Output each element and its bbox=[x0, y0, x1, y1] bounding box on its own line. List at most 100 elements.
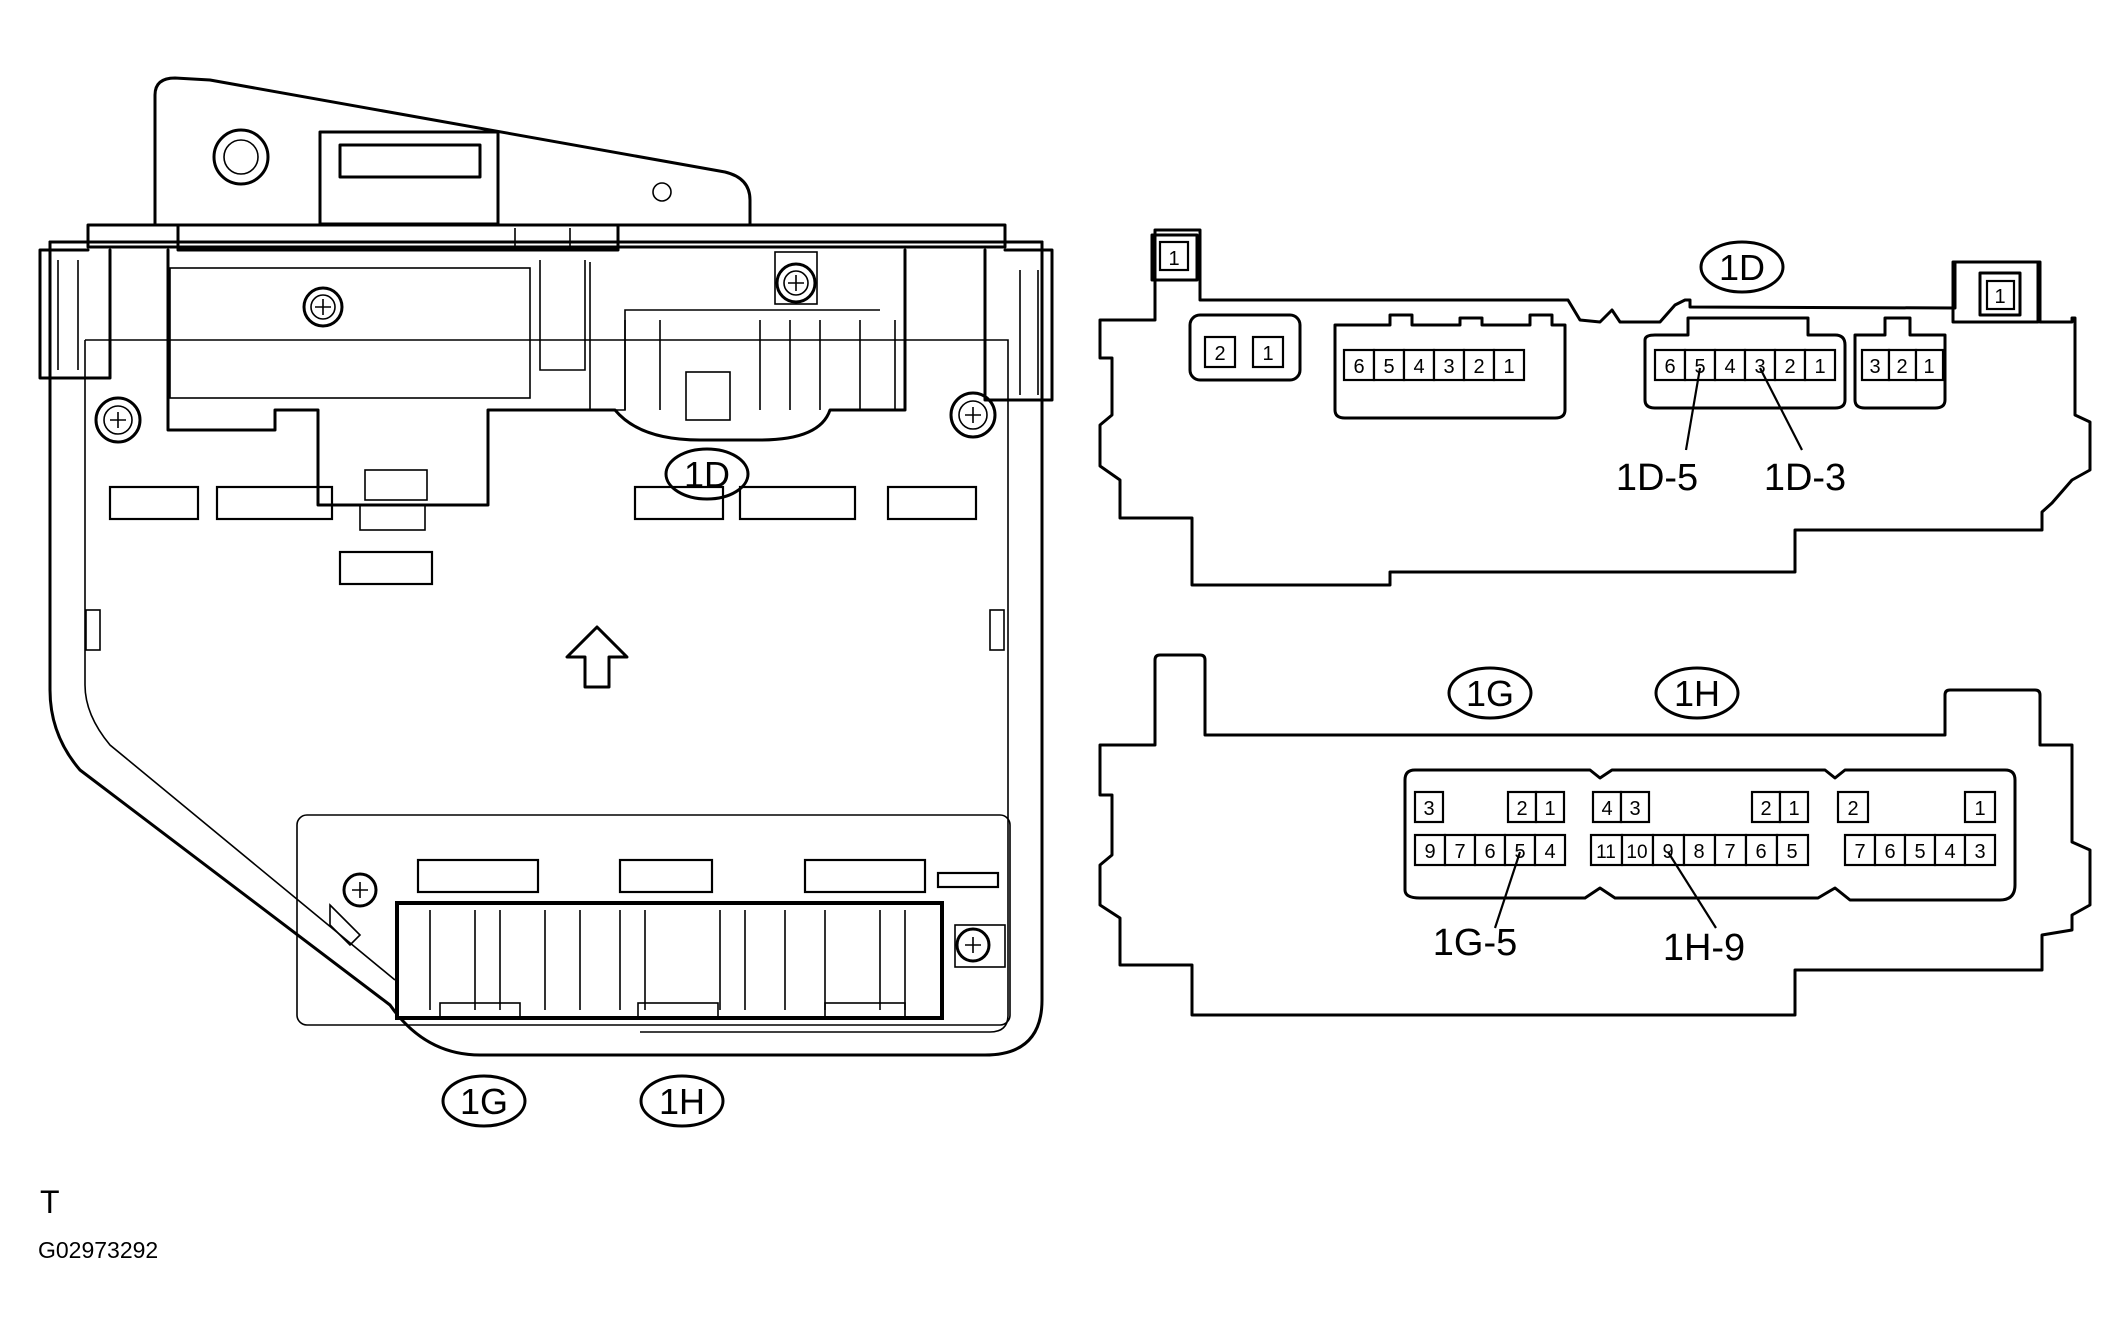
pin-label: 11 bbox=[1596, 842, 1616, 863]
pin-row-1h-bottom: 11 10 9 8 7 6 5 bbox=[1589, 833, 1810, 867]
label-window bbox=[803, 858, 927, 894]
top-frame bbox=[86, 223, 1007, 249]
pin-label: 2 bbox=[1896, 356, 1907, 378]
label-window bbox=[108, 485, 200, 521]
pin-cell bbox=[1860, 348, 1891, 382]
right-side-tab-ribs bbox=[1019, 270, 1039, 395]
pin-label: 4 bbox=[1601, 798, 1612, 820]
pin-cell bbox=[1773, 348, 1807, 382]
bracket-label-window bbox=[338, 143, 482, 179]
pin-row-1d-d: 3 2 1 bbox=[1860, 348, 1945, 382]
mounting-hole-outer bbox=[212, 128, 270, 186]
mounting-bracket bbox=[153, 76, 752, 227]
pin-cell bbox=[1492, 348, 1526, 382]
screw-icon bbox=[94, 396, 142, 444]
pin-row-1d-c: 6 5 4 3 2 1 bbox=[1653, 348, 1837, 382]
lower-connector-latch bbox=[439, 1002, 521, 1019]
top-frame-notch bbox=[514, 228, 571, 250]
pin-label: 5 bbox=[1914, 841, 1925, 863]
screw-boss bbox=[954, 924, 1006, 968]
lower-connector-block bbox=[395, 901, 944, 1020]
pin-cell bbox=[1413, 833, 1447, 867]
connector-1d-group-d bbox=[1853, 316, 1947, 410]
pin-cell bbox=[1963, 790, 1997, 824]
pin-housing bbox=[1150, 233, 1199, 282]
upper-slot-ribs bbox=[624, 320, 896, 410]
pin-label: 9 bbox=[1424, 841, 1435, 863]
upper-slot-a bbox=[539, 260, 586, 371]
pin-cell bbox=[1506, 790, 1538, 824]
pin-cell bbox=[1963, 833, 1997, 867]
pin-row-right-bottom: 7 6 5 4 3 bbox=[1843, 833, 1997, 867]
pin-cell bbox=[1432, 348, 1466, 382]
callout-1d-label: 1D bbox=[1719, 247, 1765, 288]
pin-cell bbox=[1903, 833, 1937, 867]
pin-label: 6 bbox=[1755, 841, 1766, 863]
pin-housing bbox=[1951, 260, 2040, 324]
small-hole bbox=[652, 182, 672, 202]
arrow-up-icon bbox=[565, 625, 629, 689]
pin-label: 4 bbox=[1544, 841, 1555, 863]
pointer-label-1d-5: 1D-5 bbox=[1616, 457, 1698, 499]
housing-inner-left bbox=[84, 340, 396, 981]
pin-label: 4 bbox=[1944, 841, 1955, 863]
pin-label: 6 bbox=[1664, 356, 1675, 378]
callout-1d-oval bbox=[664, 447, 750, 501]
pin-cell bbox=[1372, 348, 1406, 382]
pin-label: 7 bbox=[1854, 841, 1865, 863]
lower-connector-ribs bbox=[429, 910, 906, 1010]
callout-1g-label: 1G bbox=[460, 1081, 508, 1122]
pointer-line-1g-5 bbox=[1493, 851, 1522, 929]
upper-latch bbox=[364, 469, 428, 501]
upper-relay-block bbox=[166, 248, 907, 507]
lower-connector-latch bbox=[637, 1002, 719, 1019]
lower-clip bbox=[329, 903, 362, 947]
callout-1h-oval bbox=[1654, 666, 1740, 720]
pin-label: 2 bbox=[1473, 356, 1484, 378]
pin-label: 1 bbox=[1262, 343, 1273, 365]
pin-cell bbox=[1473, 833, 1507, 867]
connector-1d-group-a bbox=[1188, 313, 1302, 382]
screw-icon bbox=[342, 872, 378, 908]
pin-label: 1 bbox=[1994, 286, 2005, 308]
pin-cell bbox=[1402, 348, 1436, 382]
pin-label: 10 bbox=[1626, 842, 1647, 863]
left-side-tab bbox=[38, 248, 112, 380]
pin-label: 5 bbox=[1383, 356, 1394, 378]
connector-1d-group-c bbox=[1643, 316, 1847, 410]
pin-cell bbox=[1158, 240, 1190, 272]
left-side-tab-ribs bbox=[57, 260, 79, 370]
junction-block-main-view: 1D 1G 1H bbox=[38, 76, 1054, 1128]
callout-1g-oval bbox=[441, 1074, 527, 1128]
pin-cell bbox=[1619, 790, 1651, 824]
footer-code: T bbox=[40, 1184, 60, 1220]
pin-label: 3 bbox=[1754, 356, 1765, 378]
figure-id: G02973292 bbox=[38, 1237, 158, 1263]
callout-1d-oval bbox=[1699, 240, 1785, 294]
screw-boss bbox=[774, 251, 818, 305]
pointer-line-1d-3 bbox=[1759, 367, 1803, 451]
pin-cell bbox=[1750, 790, 1782, 824]
pin-housing-inner bbox=[1978, 271, 2022, 317]
pin-label: 3 bbox=[1869, 356, 1880, 378]
label-window bbox=[886, 485, 978, 521]
top-frame-lip bbox=[176, 223, 620, 252]
screw-icon bbox=[955, 927, 991, 963]
upper-latch-base bbox=[359, 504, 426, 531]
housing-inner-right bbox=[85, 339, 1009, 1033]
side-clip-left bbox=[85, 609, 101, 651]
pin-label: 3 bbox=[1443, 356, 1454, 378]
pin-label: 1 bbox=[1974, 798, 1985, 820]
pin-label: 1 bbox=[1814, 356, 1825, 378]
callout-1g-oval bbox=[1447, 666, 1533, 720]
upper-relay-panel bbox=[169, 267, 531, 399]
right-side-tab bbox=[983, 248, 1054, 402]
lower-connector-area bbox=[296, 814, 1011, 1026]
label-window bbox=[738, 485, 857, 521]
label-window bbox=[416, 858, 540, 894]
small-label-window bbox=[936, 871, 1000, 889]
label-window bbox=[618, 858, 714, 894]
pin-label: 2 bbox=[1214, 343, 1225, 365]
pin-label: 3 bbox=[1423, 798, 1434, 820]
pin-cell bbox=[1933, 833, 1967, 867]
